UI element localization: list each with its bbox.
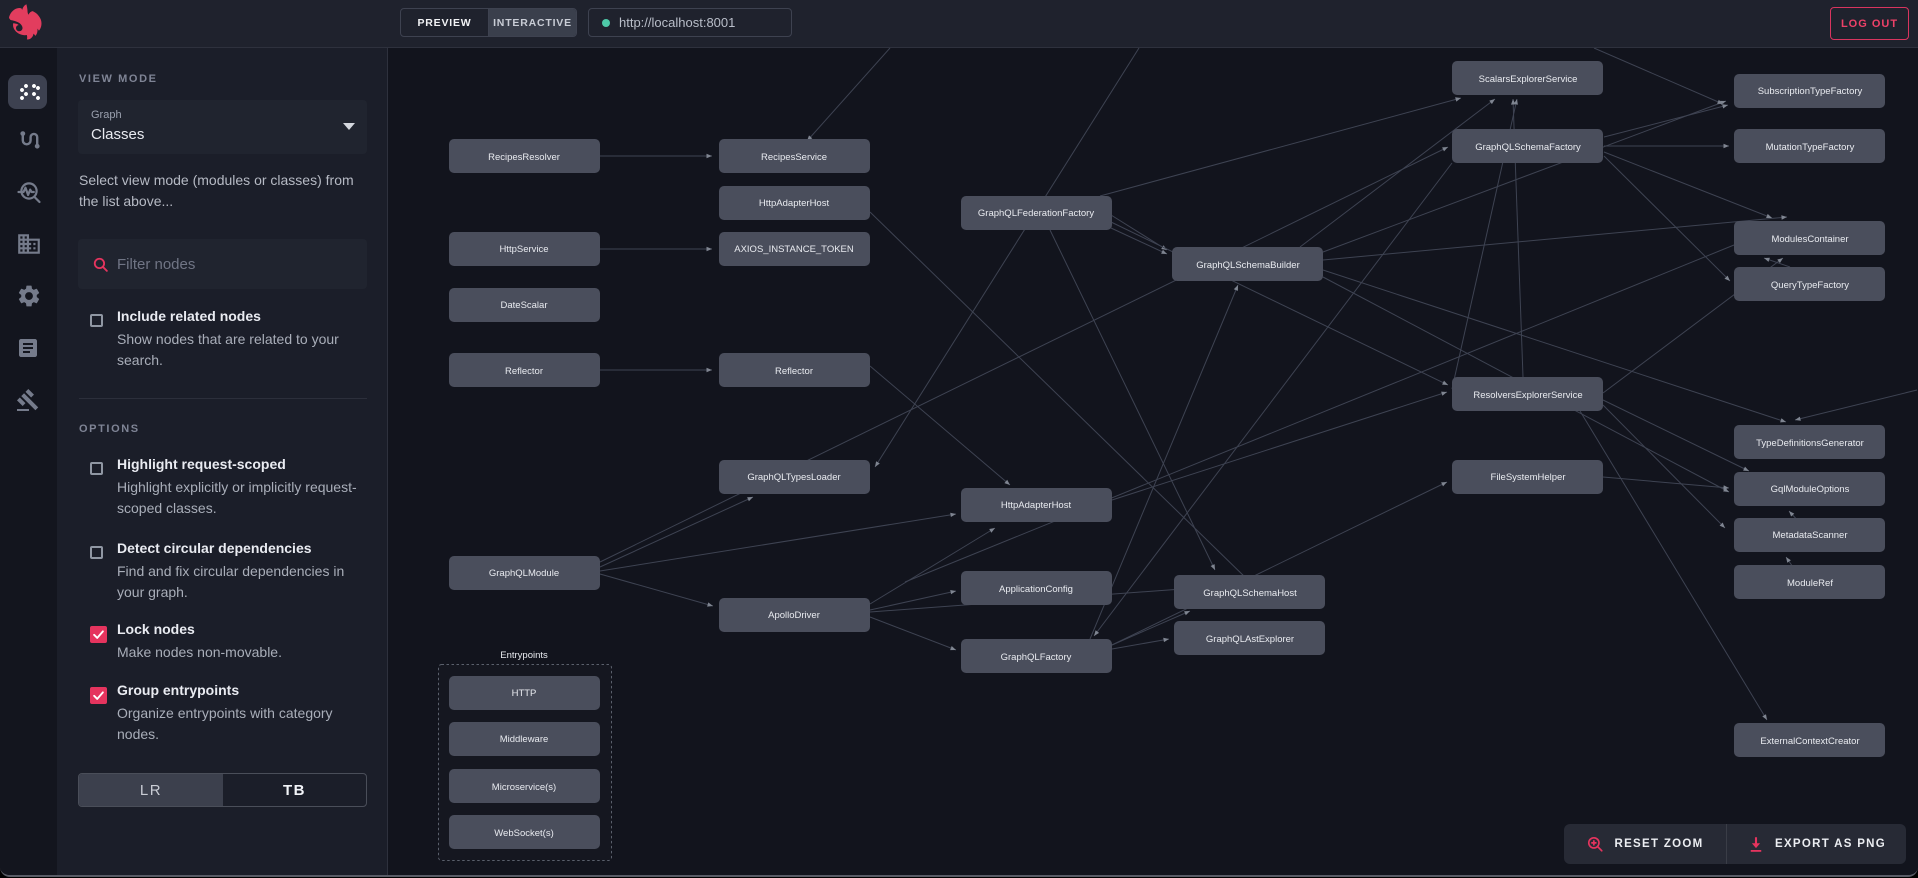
svg-text:HTTP: HTTP bbox=[512, 688, 537, 699]
svg-text:GqlModuleOptions: GqlModuleOptions bbox=[1771, 484, 1850, 495]
svg-text:Reflector: Reflector bbox=[775, 366, 813, 377]
svg-text:AXIOS_INSTANCE_TOKEN: AXIOS_INSTANCE_TOKEN bbox=[734, 244, 854, 255]
svg-text:ModuleRef: ModuleRef bbox=[1787, 578, 1833, 589]
svg-text:RecipesResolver: RecipesResolver bbox=[488, 152, 560, 163]
svg-text:GraphQLSchemaBuilder: GraphQLSchemaBuilder bbox=[1196, 260, 1300, 271]
svg-text:ResolversExplorerService: ResolversExplorerService bbox=[1473, 390, 1582, 401]
svg-text:GraphQLFederationFactory: GraphQLFederationFactory bbox=[978, 208, 1094, 219]
svg-text:Entrypoints: Entrypoints bbox=[500, 650, 548, 661]
svg-text:Middleware: Middleware bbox=[500, 734, 549, 745]
svg-text:RecipesService: RecipesService bbox=[761, 152, 827, 163]
svg-text:ApolloDriver: ApolloDriver bbox=[768, 610, 820, 621]
svg-text:GraphQLSchemaHost: GraphQLSchemaHost bbox=[1203, 588, 1297, 599]
svg-text:GraphQLModule: GraphQLModule bbox=[489, 568, 559, 579]
svg-text:HttpService: HttpService bbox=[499, 244, 548, 255]
svg-text:WebSocket(s): WebSocket(s) bbox=[494, 828, 553, 839]
svg-text:SubscriptionTypeFactory: SubscriptionTypeFactory bbox=[1758, 86, 1863, 97]
svg-text:GraphQLSchemaFactory: GraphQLSchemaFactory bbox=[1475, 142, 1581, 153]
svg-text:TypeDefinitionsGenerator: TypeDefinitionsGenerator bbox=[1756, 438, 1864, 449]
svg-text:GraphQLFactory: GraphQLFactory bbox=[1001, 652, 1072, 663]
svg-text:HttpAdapterHost: HttpAdapterHost bbox=[759, 198, 830, 209]
svg-text:DateScalar: DateScalar bbox=[501, 300, 548, 311]
svg-text:Reflector: Reflector bbox=[505, 366, 543, 377]
svg-text:QueryTypeFactory: QueryTypeFactory bbox=[1771, 280, 1849, 291]
svg-text:MutationTypeFactory: MutationTypeFactory bbox=[1766, 142, 1855, 153]
svg-text:ModulesContainer: ModulesContainer bbox=[1771, 234, 1848, 245]
svg-text:GraphQLAstExplorer: GraphQLAstExplorer bbox=[1206, 634, 1294, 645]
svg-text:ExternalContextCreator: ExternalContextCreator bbox=[1760, 736, 1859, 747]
svg-text:Microservice(s): Microservice(s) bbox=[492, 782, 556, 793]
svg-text:ScalarsExplorerService: ScalarsExplorerService bbox=[1479, 74, 1578, 85]
svg-text:ApplicationConfig: ApplicationConfig bbox=[999, 584, 1073, 595]
svg-text:MetadataScanner: MetadataScanner bbox=[1773, 530, 1848, 541]
svg-text:FileSystemHelper: FileSystemHelper bbox=[1491, 472, 1566, 483]
svg-text:HttpAdapterHost: HttpAdapterHost bbox=[1001, 500, 1072, 511]
svg-text:GraphQLTypesLoader: GraphQLTypesLoader bbox=[747, 472, 840, 483]
